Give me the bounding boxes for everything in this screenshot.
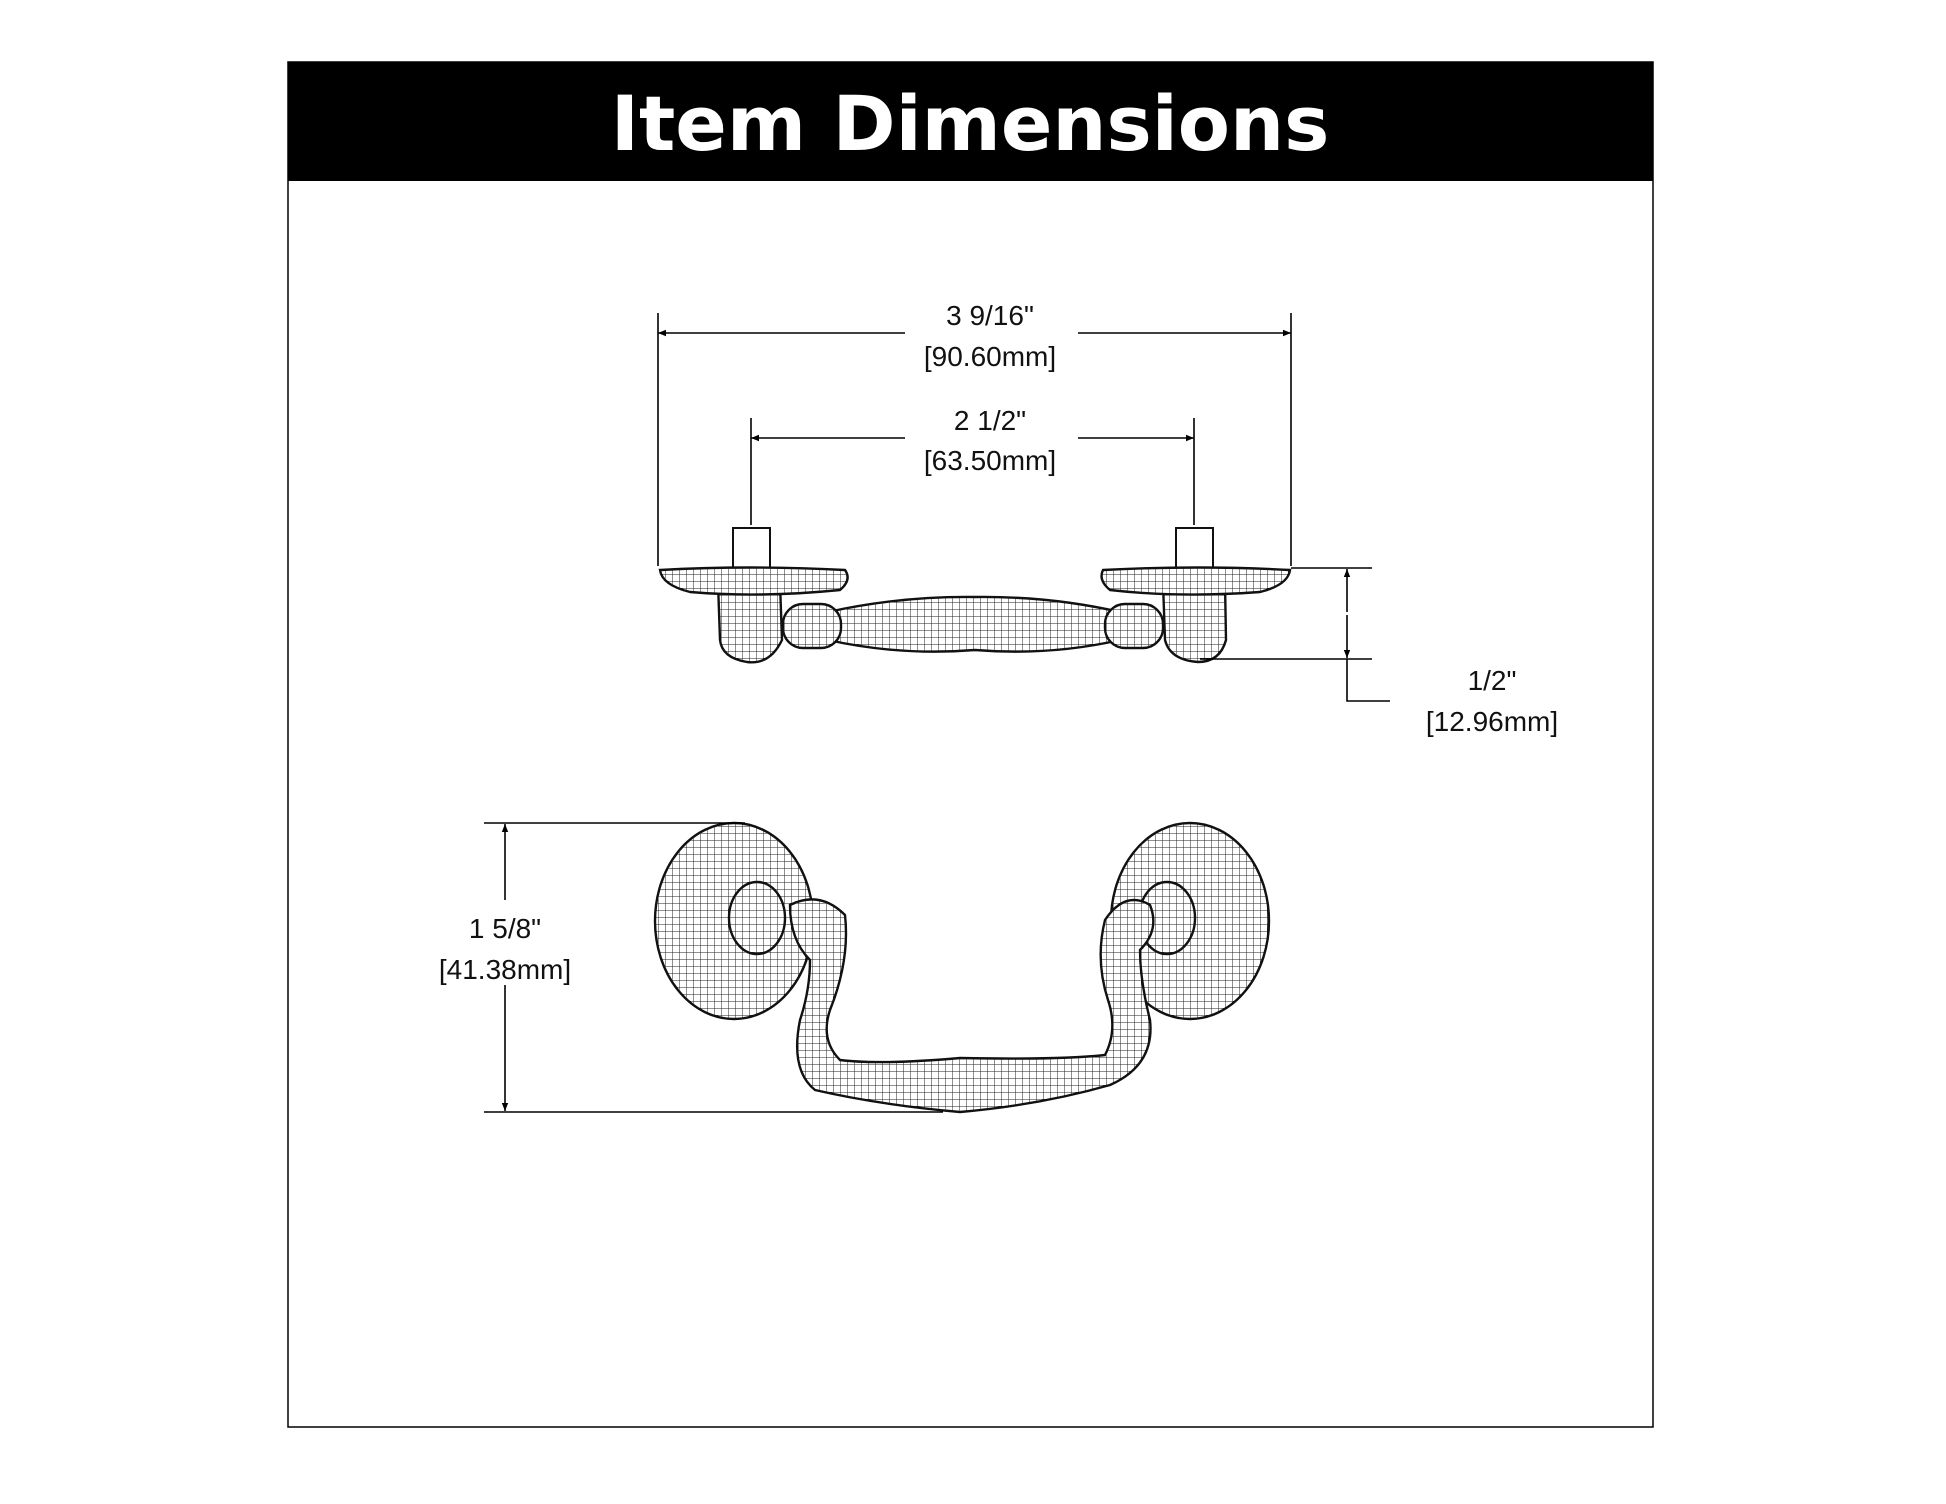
center-to-center-dimension: 2 1/2" [63.50mm]	[750, 405, 1195, 525]
drawing-frame	[287, 61, 1654, 1428]
projection-dimension: 1/2" [12.96mm]	[1200, 567, 1558, 737]
height-metric: [41.38mm]	[439, 954, 571, 985]
overall-width-metric: [90.60mm]	[924, 341, 1056, 372]
center-to-center-imperial: 2 1/2"	[954, 405, 1026, 436]
height-imperial: 1 5/8"	[469, 913, 541, 944]
page-title: Item Dimensions	[611, 79, 1330, 168]
side-view-pull	[658, 527, 1292, 664]
projection-metric: [12.96mm]	[1426, 706, 1558, 737]
overall-width-imperial: 3 9/16"	[946, 300, 1034, 331]
height-dimension: 1 5/8" [41.38mm]	[439, 822, 943, 1113]
front-view-pull	[653, 821, 1271, 1114]
center-to-center-metric: [63.50mm]	[924, 445, 1056, 476]
overall-width-dimension: 3 9/16" [90.60mm]	[657, 300, 1292, 566]
header-bar	[288, 62, 1653, 181]
projection-imperial: 1/2"	[1468, 665, 1517, 696]
